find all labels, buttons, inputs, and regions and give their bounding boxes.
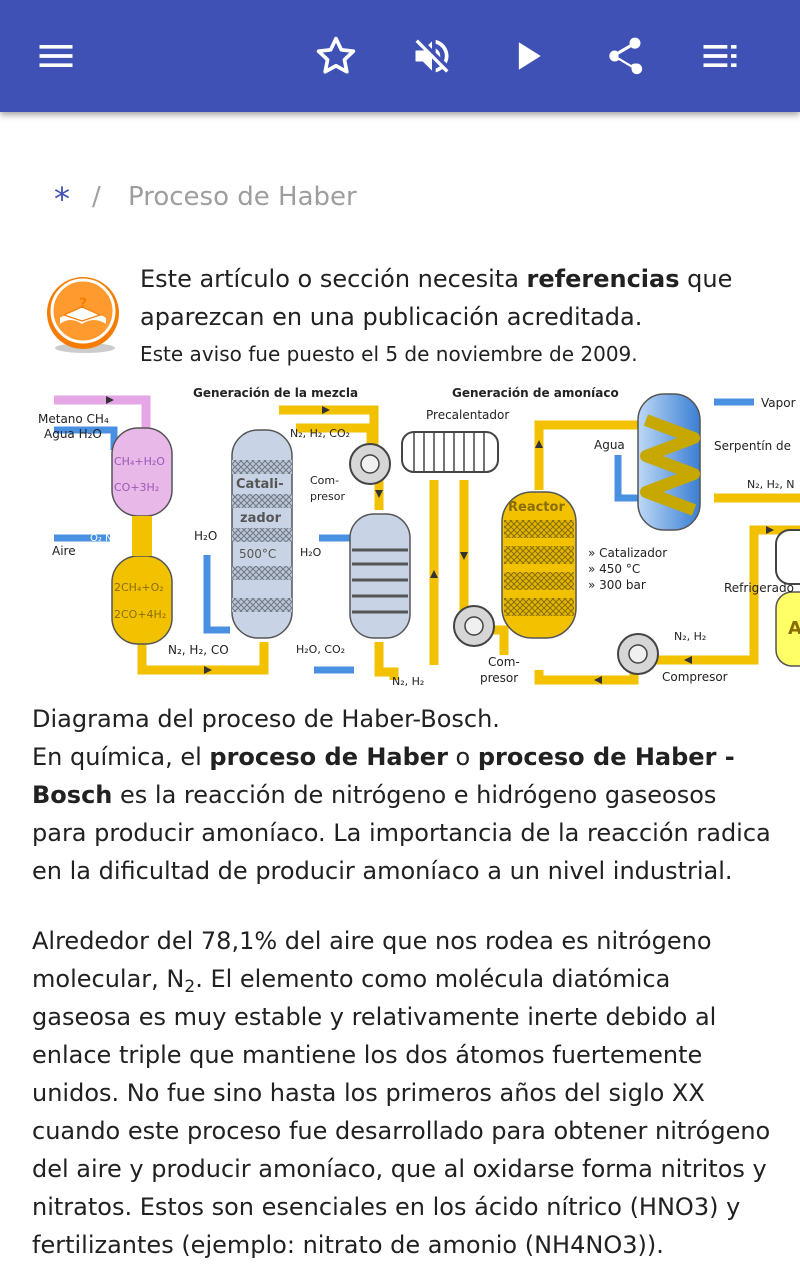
breadcrumb-current: Proceso de Haber [128,182,357,212]
methane-pipe [54,395,151,440]
references-notice: ? Este artículo o sección necesita refer… [0,260,800,370]
water-pipes [54,398,754,674]
contents-button[interactable] [690,26,750,86]
label-n2h2-right: N₂, H₂, N [747,478,795,491]
label-air: Aire [52,544,76,558]
notice-text: Este artículo o sección necesita referen… [140,260,780,336]
volume-off-icon [415,39,449,73]
label-compressor-b-2: presor [480,671,518,685]
notice-date: Este aviso fue puesto el 5 de noviembre … [140,342,638,366]
label-cond-2: » 450 °C [588,562,640,576]
label-reformer-bot-2: 2CO+4H₂ [114,608,166,621]
paragraph-2: Alrededor del 78,1% del aire que nos rod… [32,922,777,1264]
flow-arrows [106,396,774,684]
label-reformer-top-1: CH₄+H₂O [114,455,165,468]
p2-text-b: . El elemento como molécula diatómica ga… [32,965,771,1259]
star-icon [316,36,356,74]
label-n2h2co2: N₂, H₂, CO₂ [290,427,350,440]
label-h2o-b: H₂O [300,546,322,559]
menu-icon [39,45,73,67]
p2-text-a: Alrededor del 78,1% del aire que nos rod… [32,927,712,993]
notice-text-1: Este artículo o sección necesita [140,265,527,293]
pipes [137,405,800,685]
label-h2oco2: H₂O, CO₂ [296,643,345,656]
breadcrumb: * / Proceso de Haber [0,176,800,222]
share-icon [609,37,643,75]
app-bar [0,0,800,112]
p1-bold-2: proceso de Haber - Bosch [32,743,735,809]
diagram-svg: Generación de la mezcla Generación de am… [38,386,800,688]
play-icon [518,42,541,70]
p2-subscript: 2 [184,977,196,997]
p1-text-d: es la reacción de nitrógeno e hidrógeno … [32,781,771,885]
label-water-right: Agua [594,438,625,452]
label-title-ammonia: Generación de amoníaco [452,386,619,400]
label-cond-3: » 300 bar [588,578,646,592]
label-compressor-a-1: Com- [310,474,339,487]
label-cut-letter: A [788,618,800,639]
label-reformer-top-2: CO+3H₂ [114,481,159,494]
label-catalyst-1: Catali- [236,477,284,492]
haber-bosch-diagram: Generación de la mezcla Generación de am… [34,380,800,690]
primary-reformer [111,427,173,517]
notice-text-2: que aparezcan en una publicación acredit… [140,265,733,331]
svg-text:?: ? [79,296,87,312]
mute-button[interactable] [402,26,462,86]
favorite-button[interactable] [306,26,366,86]
share-button[interactable] [594,26,654,86]
menu-button[interactable] [26,26,86,86]
label-title-mix: Generación de la mezcla [193,386,358,400]
p1-text-a: En química, el [32,743,210,771]
label-compressor-a-2: presor [310,490,345,503]
coil-shape [640,414,700,516]
article-body: Diagrama del proceso de Haber-Bosch. En … [32,700,777,1280]
breadcrumb-separator: / [92,182,101,212]
p1-bold-1: proceso de Haber [209,743,448,771]
playlist-icon [703,45,737,67]
label-water: Agua H₂O [44,427,102,441]
notice-link-references[interactable]: referencias [526,265,680,293]
figure-caption: Diagrama del proceso de Haber-Bosch. [32,705,500,733]
label-n2h2-loop: N₂, H₂ [674,630,706,643]
play-button[interactable] [498,26,558,86]
p1-text-c: o [447,743,478,771]
scrubber-column [349,513,411,639]
label-cond-1: » Catalizador [588,546,667,560]
label-methane: Metano CH₄ [38,412,109,426]
label-reformer-bot-1: 2CH₄+O₂ [114,581,164,594]
label-reactor: Reactor [508,500,565,515]
paragraph-1: En química, el proceso de Haber o proces… [32,738,777,890]
label-n2h2-bottom: N₂, H₂ [392,675,424,688]
label-coil: Serpentín de [714,439,791,453]
label-steam: Vapor [761,396,796,410]
label-preheater: Precalentador [426,408,509,422]
label-compressor-c: Compresor [662,670,728,684]
secondary-reformer [111,555,173,645]
label-refrigerated: Refrigerado [724,581,794,595]
label-h2o-a: H₂O [194,529,217,543]
breadcrumb-home-link[interactable]: * [54,180,70,218]
label-catalyst-2: zador [240,511,282,526]
label-o2n2: O₂ N₂ [90,533,117,544]
label-temp: 500°C [239,547,276,561]
book-question-icon: ? [47,277,119,353]
label-compressor-b-1: Com- [488,655,520,669]
label-out-left: N₂, H₂, CO [168,643,229,657]
